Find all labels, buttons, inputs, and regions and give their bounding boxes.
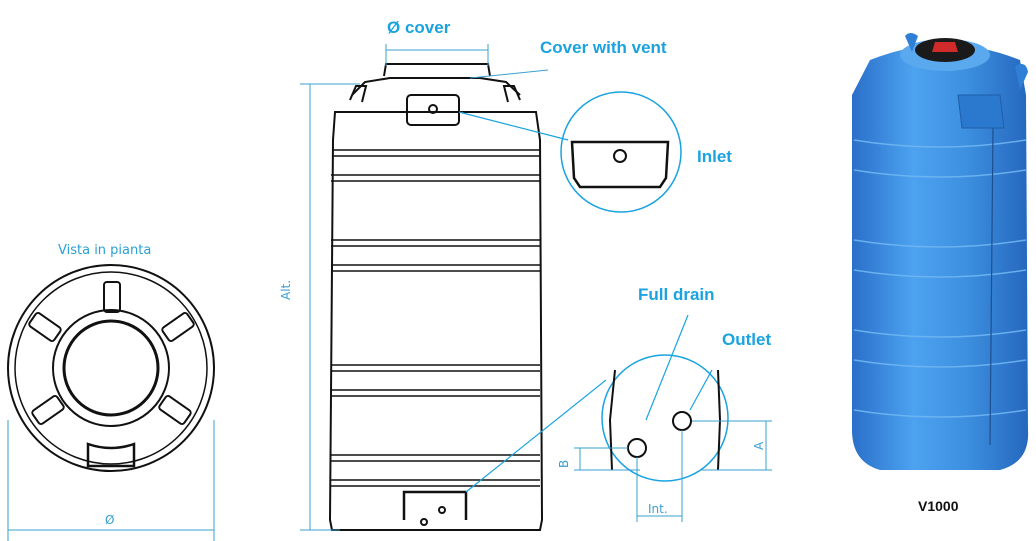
- outlet-detail: [465, 314, 772, 522]
- plan-view-title: Vista in pianta: [58, 243, 152, 258]
- height-label: Alt.: [279, 279, 293, 300]
- height-dimension: [300, 83, 360, 531]
- full-drain-label: Full drain: [638, 285, 715, 304]
- dim-int-label: Int.: [648, 502, 668, 516]
- inlet-detail: [458, 91, 682, 213]
- plan-view-drawing: [7, 264, 215, 541]
- inlet-label: Inlet: [697, 147, 732, 166]
- dim-b-label: B: [557, 459, 571, 468]
- product-model-label: V1000: [918, 498, 959, 514]
- dim-a-label: A: [752, 441, 766, 450]
- outlet-label: Outlet: [722, 330, 772, 349]
- plan-diameter-label: Ø: [105, 513, 115, 527]
- tank-product-image: [852, 33, 1029, 470]
- cover-dimension: [385, 44, 549, 79]
- elevation-drawing: [328, 63, 544, 531]
- cover-diameter-label: Ø cover: [387, 18, 451, 37]
- cover-vent-label: Cover with vent: [540, 38, 667, 57]
